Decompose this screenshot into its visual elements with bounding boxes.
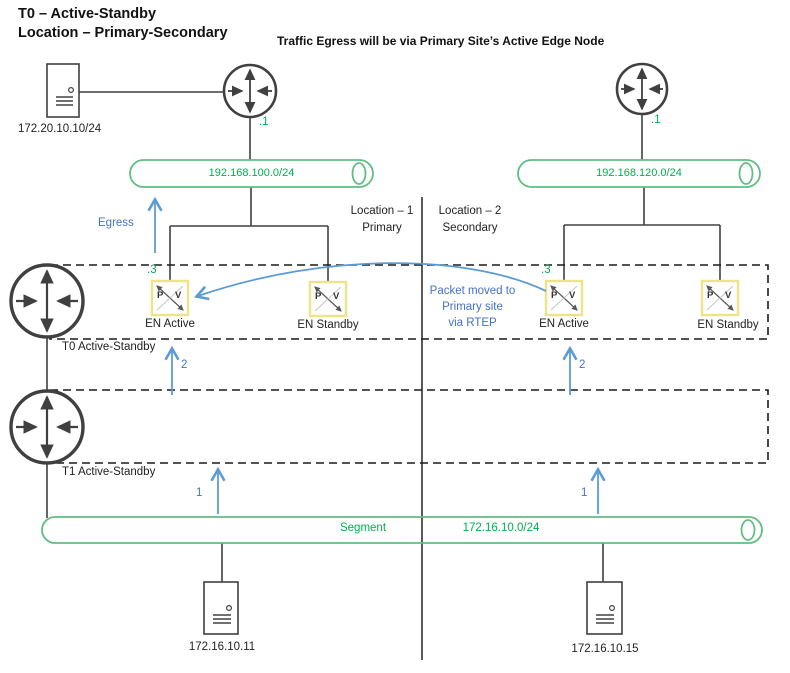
vm-right-ip: 172.16.10.15 <box>571 643 639 655</box>
left-uplink-cidr: 192.168.100.0/24 <box>208 167 295 179</box>
en-left-standby-label: EN Standby <box>297 319 359 331</box>
t1-router-icon <box>9 389 85 465</box>
location1-label: Location – 1 <box>350 205 414 217</box>
right-uplink-router-icon <box>615 62 669 116</box>
en-letter-p: P <box>315 291 322 302</box>
en-letter-p: P <box>551 290 558 301</box>
right-router-interface-ip: .1 <box>651 114 661 126</box>
vm-left-server-icon <box>203 581 239 635</box>
t0-tier-label: T0 Active-Standby <box>62 341 156 353</box>
external-host-ip: 172.20.10.10/24 <box>18 123 102 135</box>
en-letter-p: P <box>707 290 714 301</box>
diagram-title-line1: T0 – Active-Standby <box>18 6 157 22</box>
vm-left-ip: 172.16.10.11 <box>188 641 256 653</box>
flow-arrows <box>147 196 606 514</box>
t0-router-icon <box>9 263 85 339</box>
en-letter-v: V <box>569 290 576 301</box>
en-right-active-icon <box>544 279 584 317</box>
en-left-active-label: EN Active <box>145 318 195 330</box>
left-en-interface-ip: .3 <box>147 264 157 276</box>
step2-label-left: 2 <box>181 359 188 371</box>
segment-cidr: 172.16.10.0/24 <box>462 522 540 534</box>
location1-role: Primary <box>362 222 402 234</box>
en-letter-p: P <box>157 290 164 301</box>
rtep-curve-arrow <box>193 262 547 301</box>
step2-label-right: 2 <box>579 359 586 371</box>
left-uplink-segment-cylinder <box>129 159 374 188</box>
diagram-subtitle: Traffic Egress will be via Primary Site’… <box>277 34 605 48</box>
en-letter-v: V <box>175 290 182 301</box>
diagram-title-line2: Location – Primary-Secondary <box>18 25 228 41</box>
en-letter-v: V <box>333 291 340 302</box>
right-uplink-cidr: 192.168.120.0/24 <box>596 167 682 179</box>
right-uplink-segment-cylinder <box>517 159 761 188</box>
connection-lines <box>46 91 721 582</box>
segment-label: Segment <box>339 522 387 534</box>
t1-dashed-box <box>49 389 769 464</box>
rtep-note-line1: Packet moved to <box>429 285 516 297</box>
t1-tier-label: T1 Active-Standby <box>62 466 156 478</box>
en-right-standby-icon <box>700 279 740 317</box>
overlay-segment-cylinder <box>41 516 763 544</box>
en-left-standby-icon <box>308 280 348 318</box>
external-server-icon <box>46 63 80 118</box>
right-en-interface-ip: .3 <box>541 264 551 276</box>
location2-label: Location – 2 <box>438 205 502 217</box>
vm-right-server-icon <box>586 581 623 635</box>
en-right-active-label: EN Active <box>539 318 589 330</box>
en-right-standby-label: EN Standby <box>697 319 759 331</box>
rtep-note-line2: Primary site <box>442 301 503 313</box>
step1-label-left: 1 <box>196 487 203 499</box>
en-left-active-icon <box>150 279 190 317</box>
rtep-note-line3: via RTEP <box>448 317 497 329</box>
en-letter-v: V <box>725 290 732 301</box>
step1-label-right: 1 <box>581 487 588 499</box>
left-router-interface-ip: .1 <box>259 116 269 128</box>
location2-role: Secondary <box>442 222 498 234</box>
left-uplink-router-icon <box>222 63 278 119</box>
egress-label: Egress <box>98 217 134 229</box>
